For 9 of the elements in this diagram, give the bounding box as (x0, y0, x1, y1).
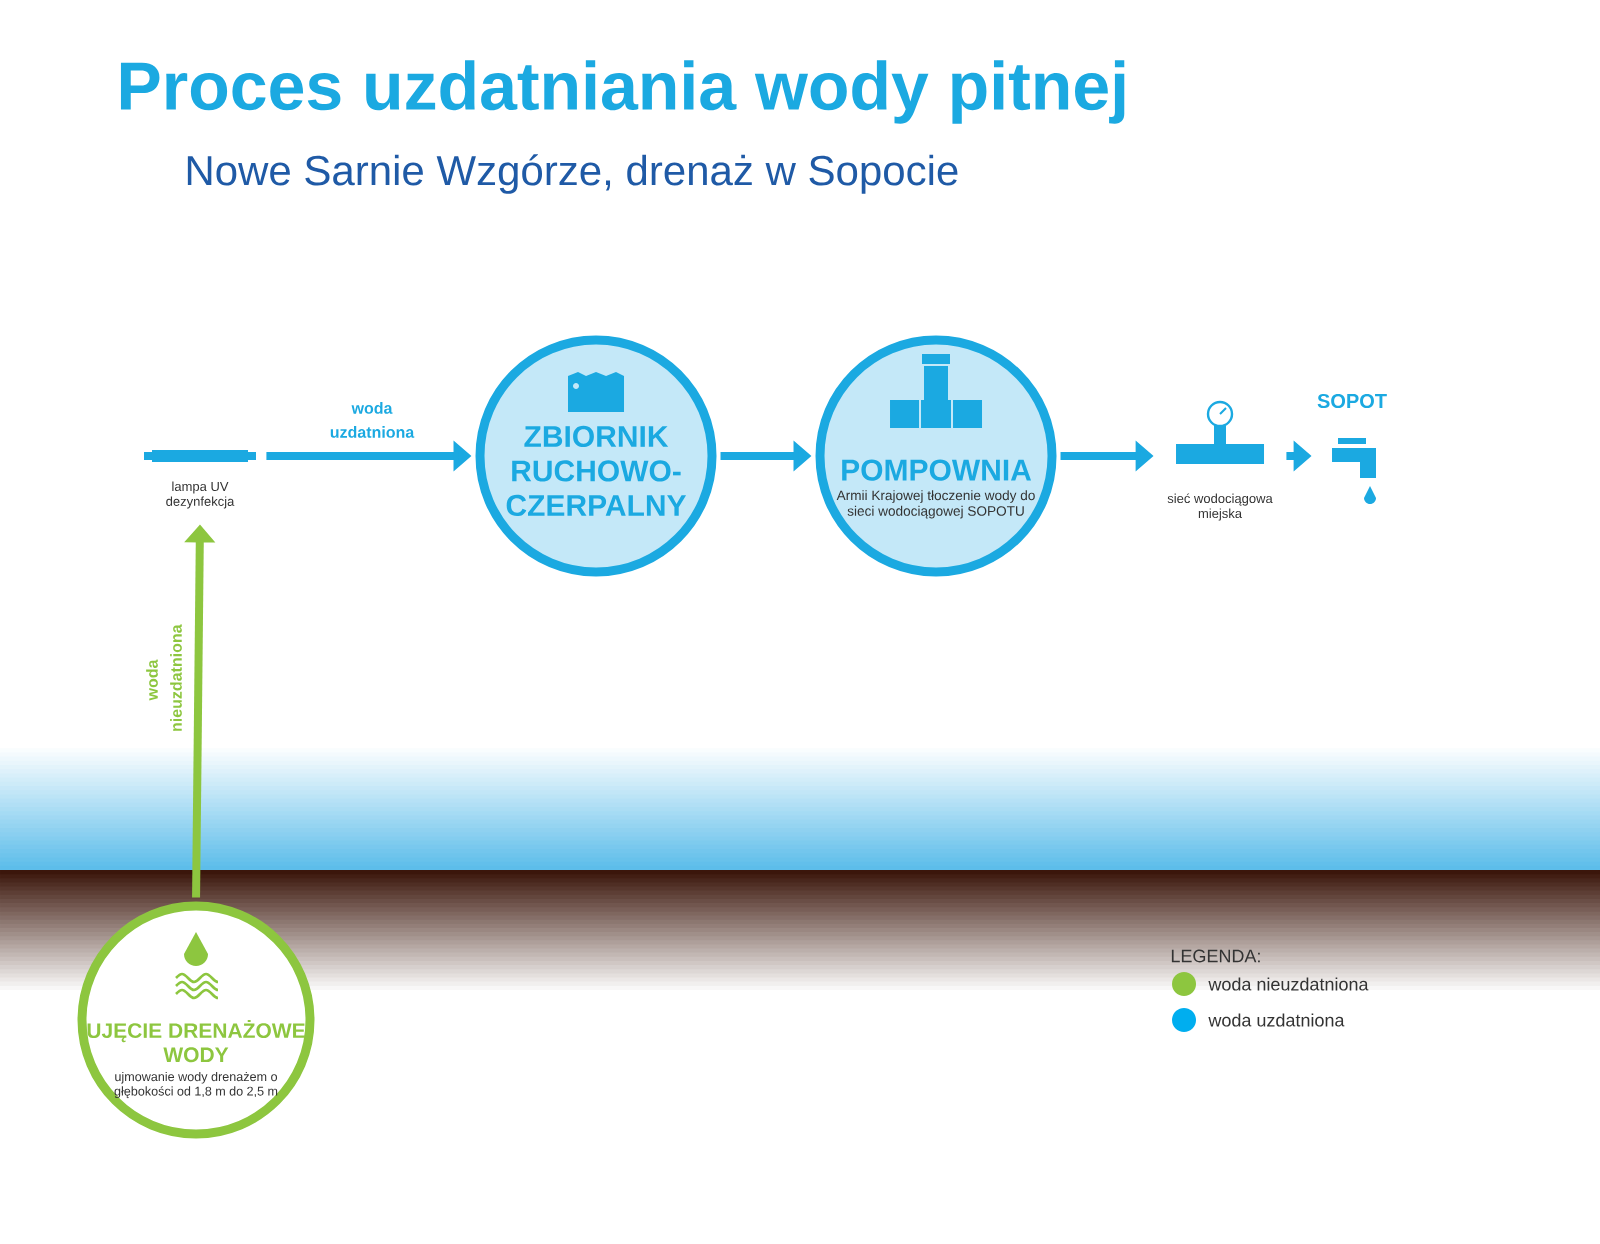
edge-label: woda nieuzdatniona (146, 624, 182, 731)
legend-label: woda nieuzdatniona (1208, 977, 1369, 991)
legend-label: woda uzdatniona (1208, 1013, 1345, 1027)
diagram-title: Proces uzdatniania wody pitnej (120, 60, 1125, 124)
legend-heading: LEGENDA: (1171, 949, 1260, 963)
subtitle: Nowe Sarnie Wzgórze, drenaż w Sopocie (187, 154, 958, 194)
node-label: UJĘCIE DRENAŻOWE WODY (87, 1019, 305, 1063)
city-label: SOPOT (1317, 393, 1387, 409)
edge-label: woda uzdatniona (330, 402, 415, 438)
